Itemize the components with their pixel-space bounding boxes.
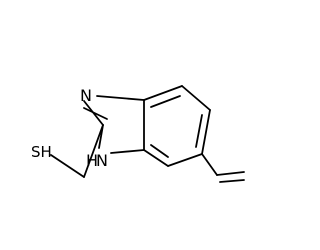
imine-n-label: N (80, 86, 92, 105)
bond-ch2-s (50, 154, 85, 178)
bond-vinyl-terminal-double (219, 179, 245, 183)
benzimidazole-structure: SH N N H (31, 85, 245, 183)
bond-c3a-c4 (143, 85, 183, 101)
bond-c2-n1 (98, 124, 104, 149)
amine-n-label: N (96, 151, 108, 170)
structure-canvas: SH N N H (31, 85, 245, 183)
bond-c6-vinyl (201, 153, 218, 176)
bond-n3-c3a (96, 95, 145, 101)
bond-c4-c5 (181, 85, 211, 111)
bond-c3a-c4-double (150, 95, 181, 108)
bond-n1-c7a (110, 149, 145, 154)
bond-c2-n3-double (83, 107, 108, 120)
bond-c5-c6-double (195, 114, 203, 148)
bond-ch2-c2 (83, 124, 104, 178)
amine-h-label: H (86, 151, 98, 170)
bond-c7-c7a (143, 149, 169, 167)
bond-c6-c7 (167, 153, 203, 167)
bond-c7-c7a-double (150, 144, 169, 158)
bond-vinyl-terminal (216, 171, 245, 176)
thiol-label: SH (31, 143, 52, 161)
bond-c5-c6 (201, 109, 211, 155)
